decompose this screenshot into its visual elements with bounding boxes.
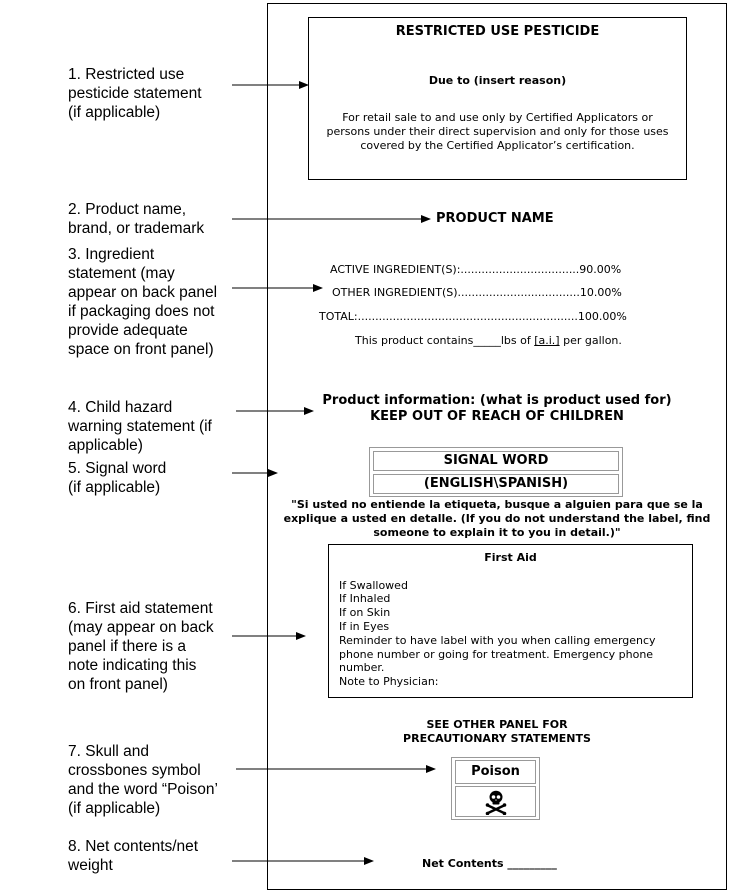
signal-word-box: SIGNAL WORD (ENGLISH\SPANISH) (369, 447, 623, 497)
annotation-ingredient: 3. Ingredient statement (may appear on b… (68, 246, 218, 358)
first-aid-reminder: Reminder to have label with you when cal… (339, 634, 656, 674)
contains-suffix: per gallon. (559, 334, 622, 347)
annotation-signal-word: 5. Signal word (if applicable) (68, 460, 167, 496)
restricted-use-box: RESTRICTED USE PESTICIDE Due to (insert … (308, 17, 687, 180)
other-ingredient: OTHER INGREDIENT(S).....................… (332, 286, 622, 299)
poison-box: Poison (451, 757, 540, 820)
total-ingredient: TOTAL:..................................… (319, 310, 627, 323)
first-aid-title: First Aid (484, 551, 537, 564)
english-spanish: (ENGLISH\SPANISH) (373, 474, 619, 494)
restricted-use-title: RESTRICTED USE PESTICIDE (395, 24, 600, 39)
label-panel (267, 3, 727, 890)
keep-out-of-reach: KEEP OUT OF REACH OF CHILDREN (370, 409, 624, 424)
annotation-first-aid: 6. First aid statement (may appear on ba… (68, 600, 214, 693)
product-info-block: Product information: (what is product us… (270, 393, 724, 425)
net-contents: Net Contents _________ (422, 857, 557, 870)
see-other-line-1: SEE OTHER PANEL FOR (426, 718, 568, 731)
note-to-physician: Note to Physician: (339, 675, 439, 688)
annotation-child-hazard: 4. Child hazard warning statement (if ap… (68, 399, 212, 454)
see-other-panel: SEE OTHER PANEL FOR PRECAUTIONARY STATEM… (270, 718, 724, 746)
contains-ai: [a.i.] (534, 334, 560, 347)
first-aid-item: If Inhaled (339, 592, 391, 605)
annotation-restricted-use: 1. Restricted use pesticide statement (i… (68, 66, 202, 121)
skull-crossbones-icon (455, 786, 536, 817)
poison-word: Poison (455, 760, 536, 784)
first-aid-item: If in Eyes (339, 620, 390, 633)
signal-word: SIGNAL WORD (373, 451, 619, 471)
first-aid-item: If on Skin (339, 606, 391, 619)
annotation-product-name: 2. Product name, brand, or trademark (68, 201, 205, 237)
product-name: PRODUCT NAME (436, 211, 554, 226)
product-info: Product information: (what is product us… (322, 393, 672, 408)
contains-prefix: This product contains_____lbs of (355, 334, 535, 347)
restricted-use-text: For retail sale to and use only by Certi… (326, 111, 669, 152)
first-aid-box: First Aid If Swallowed If Inhaled If on … (328, 544, 693, 698)
see-other-line-2: PRECAUTIONARY STATEMENTS (403, 732, 591, 745)
annotation-skull: 7. Skull and crossbones symbol and the w… (68, 743, 218, 817)
product-contains: This product contains_____lbs of [a.i.] … (355, 334, 622, 347)
annotation-net-contents: 8. Net contents/net weight (68, 838, 199, 874)
restricted-use-reason: Due to (insert reason) (428, 74, 567, 87)
spanish-statement: "Si usted no entiende la etiqueta, busqu… (283, 498, 711, 539)
first-aid-item: If Swallowed (339, 579, 408, 592)
active-ingredient: ACTIVE INGREDIENT(S):...................… (330, 263, 622, 276)
